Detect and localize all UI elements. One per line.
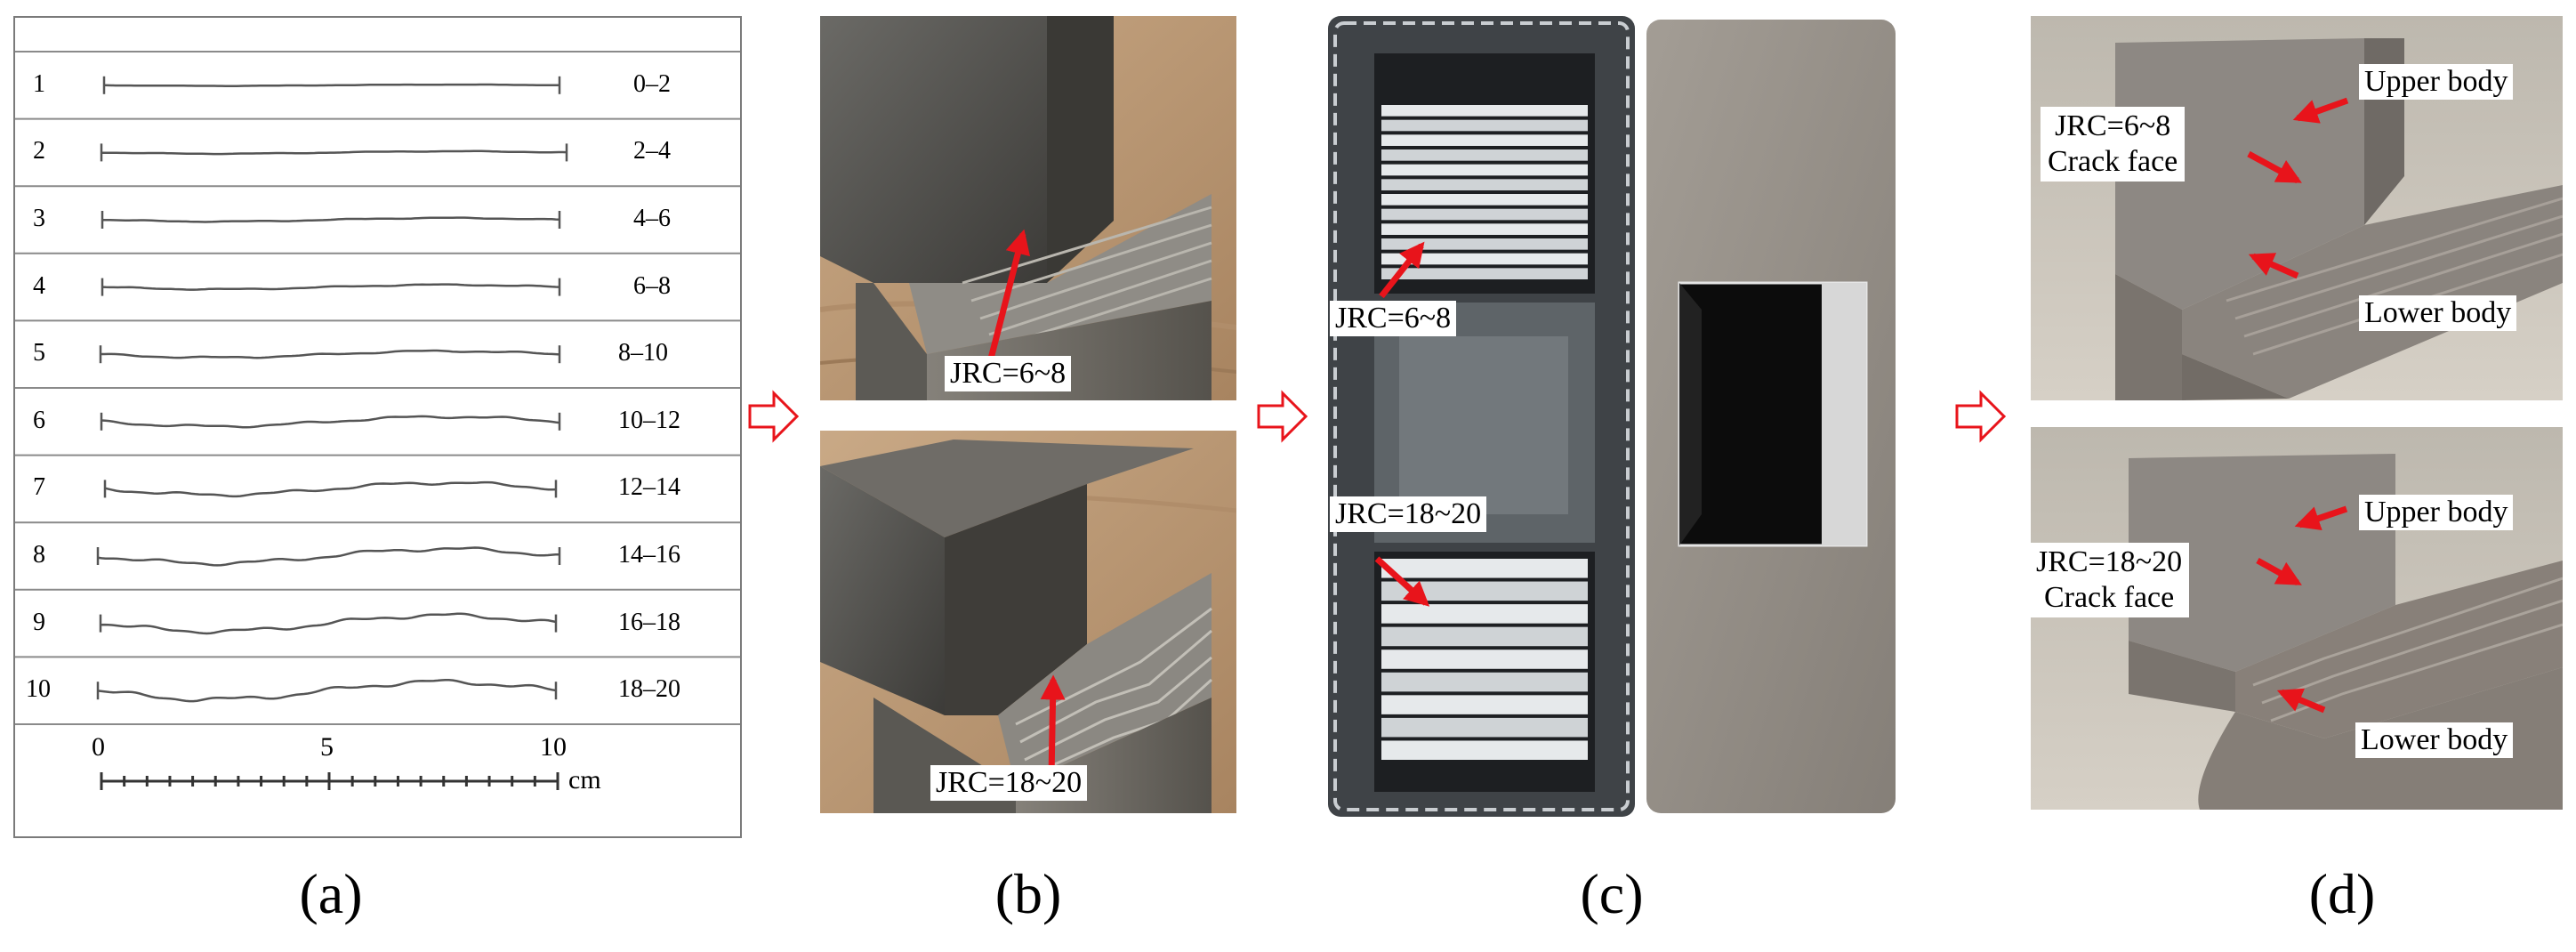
mold-ridge (1381, 238, 1588, 250)
label-crack-face-d-top: Crack face (2048, 145, 2178, 178)
label-jrc-6-8-d: JRC=6~8 (2055, 109, 2171, 142)
mold-ridge (1381, 119, 1588, 132)
label-jrc-18-20-c: JRC=18~20 (1330, 496, 1487, 532)
arrows-d-bottom (2256, 505, 2348, 714)
mold-ridge (1381, 717, 1588, 738)
mold-ridge (1381, 695, 1588, 714)
jrc-profile-line (102, 216, 560, 223)
photo-b-top (820, 16, 1236, 400)
mold-ridge (1381, 268, 1588, 279)
mold-ridge (1381, 179, 1588, 190)
row-number: 6 (33, 406, 45, 434)
label-jrc-6-8-b: JRC=6~8 (945, 356, 1072, 391)
scale-tick-10: 10 (540, 732, 567, 762)
jrc-profile-line (104, 480, 557, 498)
flow-arrow-2 (1257, 390, 1308, 443)
row-number: 9 (33, 608, 45, 636)
jrc-profile-line (97, 678, 557, 703)
row-number: 1 (33, 69, 45, 98)
row-number: 4 (33, 271, 45, 300)
row-number: 3 (33, 205, 45, 232)
caption-d: (d) (2308, 862, 2376, 925)
label-jrc-crack-d-top: JRC=6~8 Crack face (2041, 107, 2186, 182)
row-jrc-range: 12–14 (618, 473, 680, 502)
label-jrc-18-20-d: JRC=18~20 (2036, 545, 2183, 578)
jrc-profile-line (100, 612, 557, 635)
mold-ridge (1381, 149, 1588, 161)
flow-arrow-1 (748, 390, 800, 443)
label-jrc-6-8-c: JRC=6~8 (1330, 301, 1457, 336)
row-number: 7 (33, 473, 45, 502)
row-jrc-range: 14–16 (618, 541, 680, 569)
row-number: 5 (33, 339, 45, 367)
jrc-profiles (15, 51, 740, 790)
scale-unit: cm (568, 765, 601, 795)
arrows-d-top (2247, 97, 2349, 279)
mold-ridge (1381, 164, 1588, 176)
flow-arrow-3 (1955, 390, 2007, 443)
row-jrc-range: 18–20 (618, 675, 680, 704)
jrc-profile-line (101, 415, 560, 429)
mold-ridge (1381, 208, 1588, 221)
row-jrc-range: 16–18 (618, 608, 680, 636)
mold-ridge (1381, 672, 1588, 692)
photo-c (1328, 16, 1897, 817)
mold-ridge (1381, 626, 1588, 647)
row-jrc-range: 0–2 (633, 69, 671, 98)
photo-b-bottom (820, 431, 1236, 813)
caption-a: (a) (299, 862, 363, 925)
mold-ridge (1381, 253, 1588, 265)
row-jrc-range: 10–12 (618, 406, 680, 434)
panel-a: 1 0–2 2 2–4 3 4–6 4 6–8 5 8–10 6 10–12 7 12–14 8 14–16 9… (13, 16, 742, 838)
jrc-profile-line (103, 83, 559, 87)
mold-ridge (1381, 604, 1588, 624)
mold-ridge (1381, 740, 1588, 760)
mold-ridge (1381, 649, 1588, 669)
jrc-profile-line (97, 546, 560, 567)
label-jrc-crack-d-bottom: JRC=18~20 Crack face (2029, 543, 2190, 617)
mold-ridge (1381, 223, 1588, 235)
arrow-b-top (987, 229, 1030, 359)
label-upper-body-d-top: Upper body (2359, 64, 2514, 100)
label-crack-face-d-bottom: Crack face (2043, 581, 2175, 614)
row-number: 10 (26, 675, 51, 704)
arrow-b-bottom (1040, 674, 1066, 779)
mold-ridge (1381, 559, 1588, 578)
caption-b: (b) (994, 862, 1062, 925)
mold-ridge (1381, 134, 1588, 146)
label-lower-body-d-top: Lower body (2359, 295, 2517, 331)
row-jrc-range: 6–8 (633, 271, 671, 300)
jrc-profile-line (101, 149, 568, 156)
jrc-profile-line (101, 283, 560, 291)
mold-ridge (1381, 194, 1588, 206)
jrc-profile-line (101, 349, 560, 359)
scale-tick-5: 5 (320, 732, 334, 762)
label-lower-body-d-bottom: Lower body (2355, 722, 2514, 758)
scale-bar (100, 772, 559, 790)
photo-d-top (2031, 16, 2563, 400)
row-jrc-range: 2–4 (633, 137, 671, 165)
arrows-c (1374, 241, 1430, 607)
mold-ridge (1381, 105, 1588, 117)
caption-c: (c) (1580, 862, 1644, 925)
row-number: 8 (33, 541, 45, 569)
scale-tick-0: 0 (92, 732, 105, 762)
row-jrc-range: 8–10 (618, 339, 668, 367)
mold-ridge (1381, 581, 1588, 601)
label-jrc-18-20-b: JRC=18~20 (930, 765, 1088, 801)
row-jrc-range: 4–6 (633, 205, 671, 232)
label-upper-body-d-bottom: Upper body (2359, 495, 2514, 530)
row-number: 2 (33, 137, 45, 165)
